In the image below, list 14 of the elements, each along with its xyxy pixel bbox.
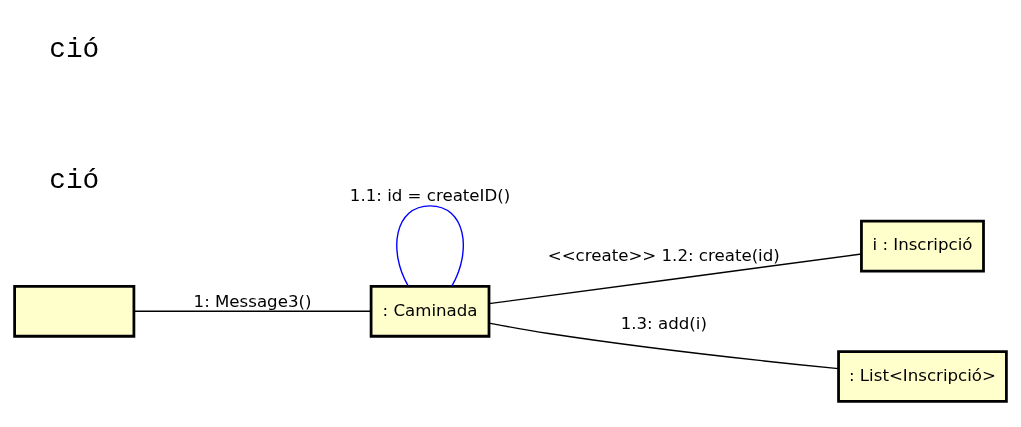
node-box: i : Inscripció [860,219,985,273]
edge-label: 1: Message3() [193,291,312,311]
connector [488,322,840,370]
connector [396,205,464,287]
edge-label: 1.1: id = createID() [349,186,511,206]
node-box [13,284,136,338]
edge-label: 1.3: add(i) [620,313,707,333]
label: ció [49,164,100,196]
label: ció [49,34,100,66]
connector [133,310,372,312]
edge-label: <<create>> 1.2: create(id) [547,245,780,265]
node-box: : List<Inscripció> [837,350,1008,403]
node-box: : Caminada [369,284,491,338]
connector [488,253,863,305]
